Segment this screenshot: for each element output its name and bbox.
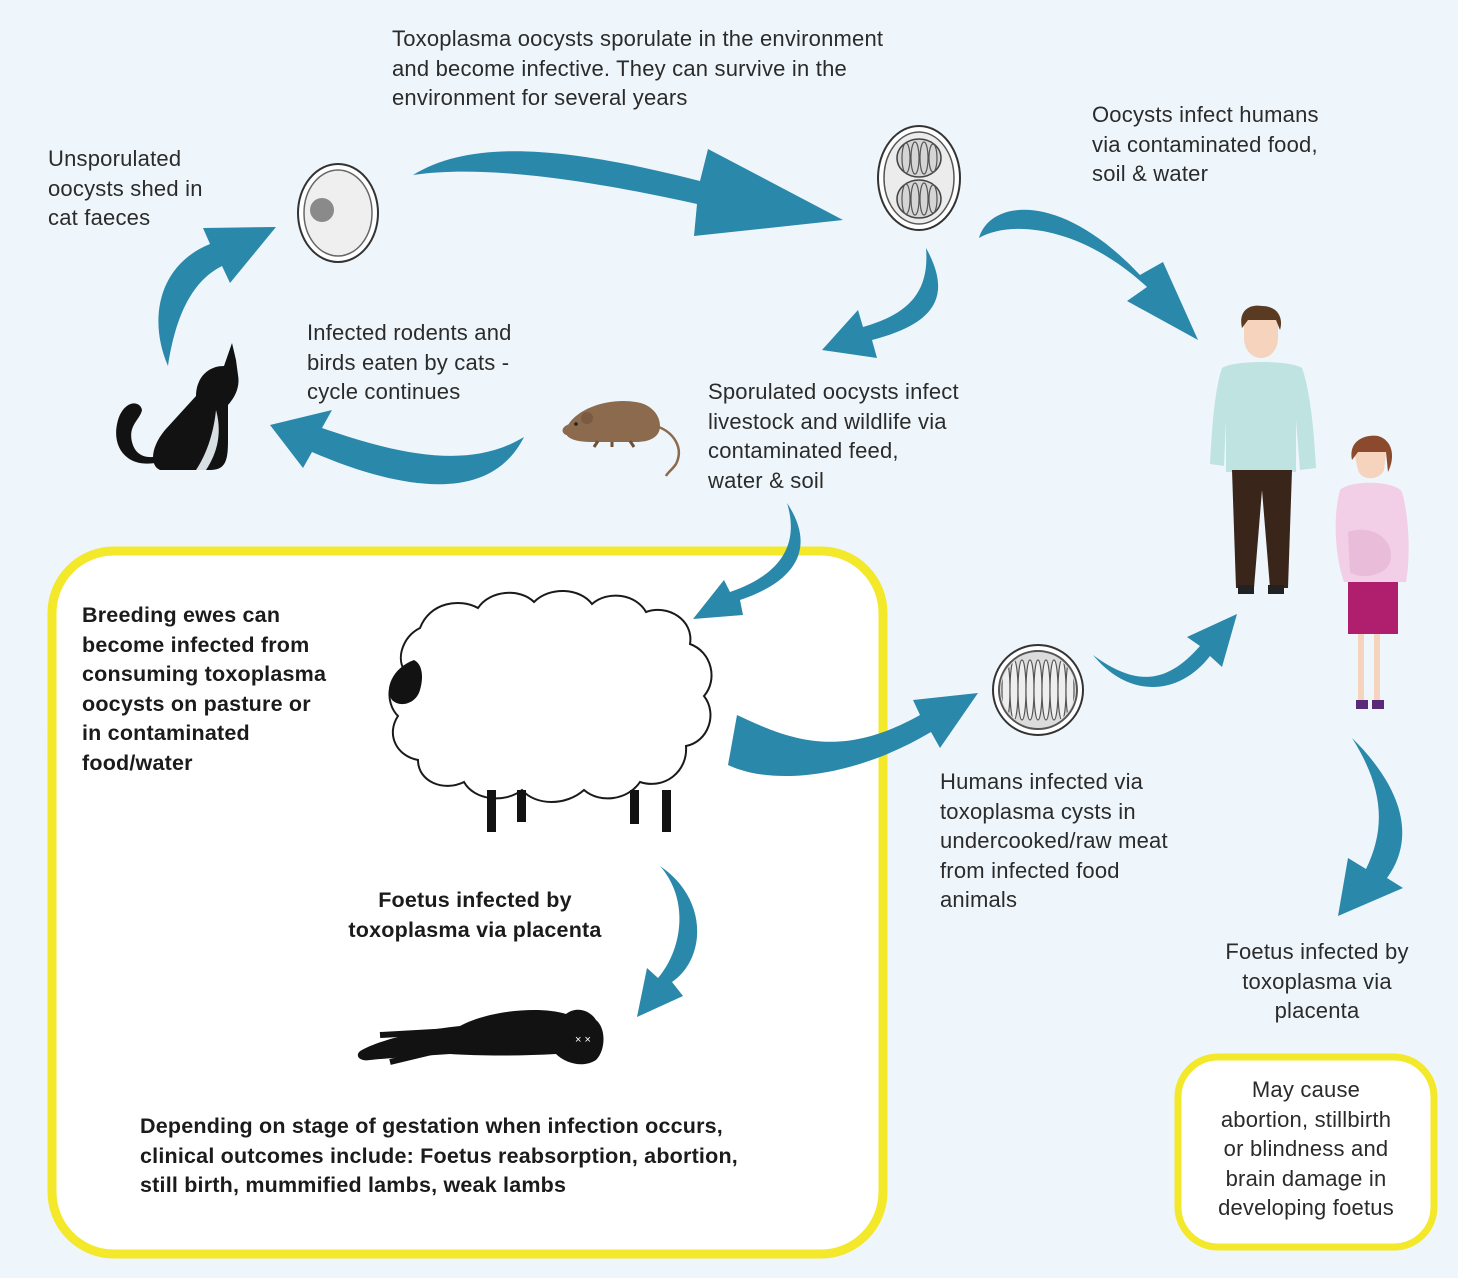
label-may-cause: May cause abortion, stillbirth or blindn…: [1218, 1077, 1394, 1220]
label-unsporulated-oocysts: Unsporulated oocysts shed in cat faeces: [48, 146, 203, 230]
label-livestock-infection: Sporulated oocysts infect livestock and …: [708, 379, 959, 493]
arrow-sporulated-to-livestock: [822, 248, 939, 358]
arrow-woman-to-foetus: [1338, 738, 1403, 916]
human-outcome-box: [1174, 1053, 1438, 1251]
arrow-sheep-to-lamb: [637, 866, 698, 1017]
cat-icon: [116, 343, 239, 470]
pregnant-woman-icon: [1335, 435, 1409, 709]
svg-text:× ×: × ×: [575, 1034, 591, 1046]
sporulated-oocyst-icon: [877, 125, 961, 231]
label-foetus-infected-human: Foetus infected by toxoplasma via placen…: [1225, 939, 1409, 1023]
tissue-cyst-icon: [992, 644, 1084, 736]
arrow-oocyst-to-sporulated: [413, 149, 843, 236]
label-foetus-infected-sheep: Foetus infected by toxoplasma via placen…: [348, 888, 602, 942]
label-oocysts-infect-humans: Oocysts infect humans via contaminated f…: [1092, 102, 1319, 186]
dead-lamb-icon: × ×: [357, 1009, 604, 1065]
label-humans-undercooked-meat: Humans infected via toxoplasma cysts in …: [940, 769, 1168, 912]
label-infected-rodents: Infected rodents and birds eaten by cats…: [307, 320, 512, 404]
arrow-sporulated-to-humans: [979, 209, 1198, 340]
arrow-sheep-to-cyst: [728, 693, 978, 777]
unsporulated-oocyst-icon: [297, 163, 379, 263]
label-clinical-outcomes: Depending on stage of gestation when inf…: [140, 1114, 738, 1197]
rodent-icon: [562, 400, 681, 477]
arrow-rodent-to-cat: [270, 410, 524, 485]
arrow-livestock-to-sheep: [693, 503, 801, 619]
label-breeding-ewes: Breeding ewes can become infected from c…: [82, 603, 327, 775]
man-icon: [1210, 305, 1316, 594]
sheep-icon: [388, 589, 713, 832]
arrow-cat-to-oocyst: [158, 227, 276, 366]
arrow-cyst-to-humans: [1093, 614, 1237, 688]
label-sporulate-environment: Toxoplasma oocysts sporulate in the envi…: [392, 26, 884, 110]
